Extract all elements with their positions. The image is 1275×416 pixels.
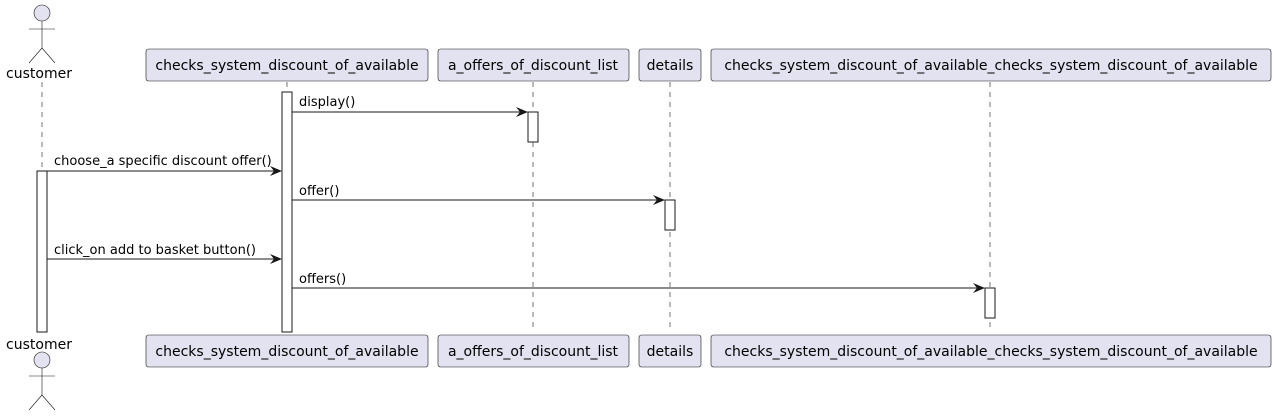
message-label: choose_a specific discount offer() — [54, 154, 272, 169]
participant-box — [710, 334, 1272, 368]
activation-combo — [984, 287, 996, 319]
arrow-head — [516, 107, 528, 117]
message-display: display() — [292, 95, 528, 117]
participant-box — [437, 48, 630, 82]
participant-box — [437, 334, 630, 368]
message-offer: offer() — [292, 184, 665, 205]
activation-details — [664, 199, 676, 231]
participant-box — [145, 48, 429, 82]
participant-combo-top: checks_system_discount_of_available_chec… — [710, 48, 1272, 82]
actor-customer-top: customer — [6, 4, 72, 82]
participant-box — [145, 334, 429, 368]
message-choose-offer: choose_a specific discount offer() — [47, 154, 282, 176]
activation-system — [281, 91, 293, 333]
participant-list-top: a_offers_of_discount_list — [437, 48, 630, 82]
participant-label: checks_system_discount_of_available_chec… — [724, 344, 1257, 360]
actor-head — [33, 4, 51, 22]
arrow-head — [653, 195, 665, 205]
participant-label: checks_system_discount_of_available — [155, 344, 418, 360]
arrow-head — [270, 166, 282, 176]
participant-label: checks_system_discount_of_available — [155, 58, 418, 74]
participant-box — [638, 334, 702, 368]
participant-system-top: checks_system_discount_of_available — [145, 48, 429, 82]
participant-combo-bottom: checks_system_discount_of_available_chec… — [710, 334, 1272, 368]
message-add-to-basket: click_on add to basket button() — [47, 243, 282, 264]
activation-list — [527, 111, 539, 143]
actor-head — [33, 351, 51, 369]
message-label: click_on add to basket button() — [54, 243, 256, 258]
participant-details-top: details — [638, 48, 702, 82]
participant-list-bottom: a_offers_of_discount_list — [437, 334, 630, 368]
participant-label: a_offers_of_discount_list — [448, 344, 619, 360]
activation-customer — [36, 170, 48, 333]
participant-label: a_offers_of_discount_list — [448, 58, 619, 74]
participant-label: checks_system_discount_of_available_chec… — [724, 58, 1257, 74]
arrow-head — [973, 283, 985, 293]
participant-label: details — [647, 58, 694, 74]
actor-label: customer — [6, 66, 72, 82]
message-label: offer() — [299, 184, 339, 199]
participant-details-bottom: details — [638, 334, 702, 368]
message-offers: offers() — [292, 272, 985, 293]
actor-label: customer — [6, 337, 72, 353]
actor-body — [28, 368, 56, 411]
arrow-head — [270, 254, 282, 264]
participant-system-bottom: checks_system_discount_of_available — [145, 334, 429, 368]
participant-box — [638, 48, 702, 82]
participant-box — [710, 48, 1272, 82]
message-label: display() — [299, 95, 355, 110]
actor-body — [28, 21, 56, 64]
participant-label: details — [647, 344, 694, 360]
message-label: offers() — [299, 272, 346, 287]
actor-customer-bottom: customer — [6, 337, 72, 411]
